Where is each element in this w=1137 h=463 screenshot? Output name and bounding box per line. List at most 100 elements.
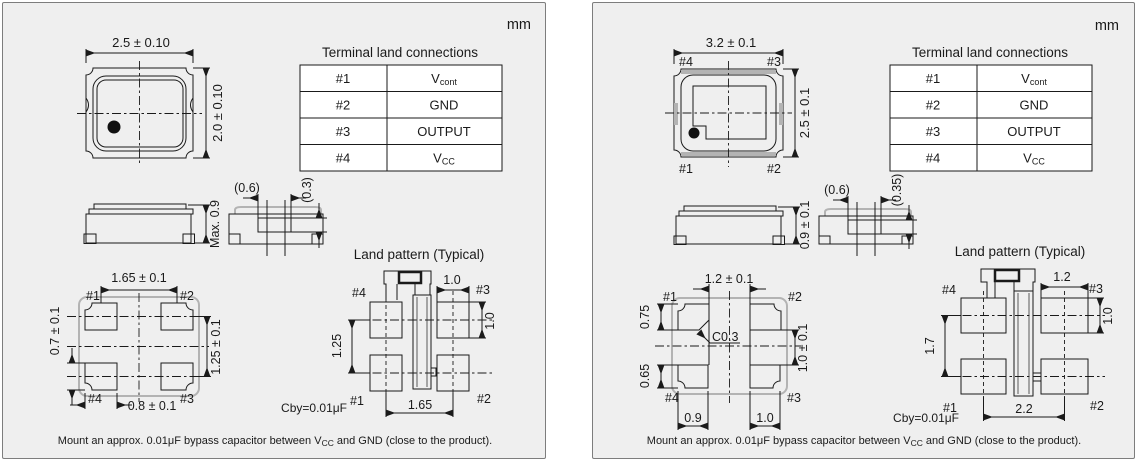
typ-pitch-x-dim: 2.2: [1015, 402, 1032, 416]
terminal-land-table: Terminal land connections #1 #2 #3 #4 Vc…: [889, 45, 1093, 172]
land-pin-bl: #4: [665, 391, 679, 405]
center-trace: [1013, 290, 1034, 397]
package-outline: [85, 67, 194, 159]
side-pad: [673, 235, 687, 245]
side-pad: [83, 233, 97, 244]
table-pin-1: #1: [336, 71, 350, 86]
table-signal-3: OUTPUT: [417, 124, 471, 139]
land-pitch-x-dim: 1.65 ± 0.1: [111, 271, 167, 285]
end-pad-dim: (0.3): [300, 177, 314, 203]
typ-pitch-y-dim: 1.7: [923, 337, 937, 354]
table-pin-3: #3: [336, 124, 350, 139]
land-bottom-view: #1 #2 #4 #3 1.2 ± 0.1 0.75 0.65 C0.3: [638, 272, 810, 430]
end-width-dim: (0.6): [234, 181, 260, 195]
bypass-note: Mount an approx. 0.01μF bypass capacitor…: [58, 435, 492, 448]
land-pattern-title: Land pattern (Typical): [955, 244, 1086, 259]
panel-2520-drawing: mm 2.5 ± 0.10 2.0 ± 0.10: [48, 17, 531, 448]
land-pad-height-top-dim: 0.75: [638, 305, 652, 329]
typ-pin-bl: #1: [350, 394, 364, 408]
package-end-view: (0.6) (0.3): [228, 177, 327, 256]
land-pad-3: [749, 364, 781, 389]
bypass-capacitor-symbol: [993, 268, 1021, 283]
land-bottom-view: #1 #2 #4 #3 1.65 ± 0.1 0.7 ± 0.1: [48, 271, 223, 413]
terminal-land-table: Terminal land connections #1 #2 #3 #4 Vc…: [299, 45, 503, 172]
table-pin-1: #1: [926, 71, 940, 86]
pkg-pin-tr: #3: [767, 55, 781, 69]
table-signal-1: Vcont: [1021, 71, 1047, 87]
table-title: Terminal land connections: [912, 45, 1068, 60]
typ-pin-tl: #4: [942, 283, 956, 297]
table-pin-4: #4: [336, 151, 350, 166]
end-pad: [228, 233, 241, 245]
land-pad-1: [84, 302, 118, 331]
land-pad-width-right-dim: 1.0: [756, 411, 773, 425]
side-height-dim: Max. 0.9: [208, 200, 222, 248]
package-end-view: (0.6) (0.35): [818, 174, 917, 256]
end-pad: [818, 235, 831, 245]
table-pin-4: #4: [926, 151, 940, 166]
center-trace: [412, 294, 432, 390]
bypass-cap-label: Cby=0.01μF: [281, 401, 347, 415]
land-pad-1: [677, 303, 710, 331]
table-pin-2: #2: [926, 98, 940, 113]
package-top-view: 2.5 ± 0.10 2.0 ± 0.10: [77, 35, 225, 165]
castellation-pad: [257, 217, 292, 233]
end-pad-dim: (0.35): [890, 174, 904, 207]
end-pad: [311, 233, 324, 245]
land-pad-2: [160, 302, 194, 331]
land-pad-height-dim: 0.7 ± 0.1: [48, 307, 62, 356]
pin1-marker-dot: [107, 120, 121, 134]
land-gap-dim: 1.0 ± 0.1: [796, 324, 810, 373]
typ-pin-br: #2: [477, 392, 491, 406]
land-pad-3: [160, 362, 194, 391]
bypass-cap-label: Cby=0.01μF: [893, 411, 959, 425]
package-width-dim: 2.5 ± 0.10: [112, 35, 170, 50]
land-pin-tl: #1: [663, 290, 677, 304]
side-pad: [182, 233, 195, 244]
table-signal-3: OUTPUT: [1007, 124, 1061, 139]
table-signal-2: GND: [1020, 98, 1049, 113]
table-signal-4: VCC: [1023, 151, 1045, 167]
typ-pitch-x-dim: 1.65: [408, 398, 432, 412]
package-height-dim: 2.5 ± 0.1: [797, 88, 812, 139]
typ-pin-tl: #4: [352, 286, 366, 300]
package-side-view: Max. 0.9: [83, 200, 222, 248]
typ-pitch-y-dim: 1.25: [330, 334, 344, 358]
land-pad-width-dim: 0.8 ± 0.1: [128, 399, 177, 413]
land-pad-width-left-dim: 0.9: [684, 411, 701, 425]
pkg-pin-tl: #4: [679, 55, 693, 69]
typ-pin-tr: #3: [1089, 282, 1103, 296]
land-pitch-x-dim: 1.2 ± 0.1: [705, 272, 754, 286]
typ-pin-tr: #3: [476, 283, 490, 297]
side-pad: [772, 235, 785, 245]
end-pad: [901, 235, 914, 245]
land-pin-br: #3: [787, 391, 801, 405]
land-pin-br: #3: [180, 392, 194, 406]
land-pad-height-bottom-dim: 0.65: [638, 364, 652, 388]
end-width-dim: (0.6): [824, 183, 850, 197]
typ-pad-width-dim: 1.0: [443, 273, 460, 287]
typ-pad-height-dim: 1.0: [483, 312, 497, 329]
table-title: Terminal land connections: [322, 45, 478, 60]
typ-pad-width-dim: 1.2: [1053, 270, 1070, 284]
chamfer-label: C0.3: [712, 330, 738, 344]
land-pin-tl: #1: [86, 289, 100, 303]
castellation-pad: [847, 219, 882, 235]
panel-3225-package: mm 3.2 ± 0.1 #4 #3 #1 #2: [592, 2, 1135, 459]
unit-label: mm: [507, 17, 531, 33]
pkg-pin-br: #2: [767, 162, 781, 176]
bypass-note: Mount an approx. 0.01μF bypass capacitor…: [647, 435, 1081, 448]
crystal-outline: [692, 85, 767, 140]
unit-label: mm: [1095, 18, 1119, 34]
pkg-pin-bl: #1: [679, 162, 693, 176]
panel-2520-package: mm 2.5 ± 0.10 2.0 ± 0.10: [2, 2, 546, 459]
package-side-view: 0.9 ± 0.1: [673, 201, 812, 249]
table-signal-1: Vcont: [431, 71, 457, 87]
land-pitch-y-dim: 1.25 ± 0.1: [209, 319, 223, 375]
package-width-dim: 3.2 ± 0.1: [706, 35, 757, 50]
land-pad-4: [84, 362, 118, 391]
land-pin-tr: #2: [788, 290, 802, 304]
land-pattern-title: Land pattern (Typical): [354, 247, 485, 262]
bypass-capacitor-symbol: [397, 270, 423, 285]
